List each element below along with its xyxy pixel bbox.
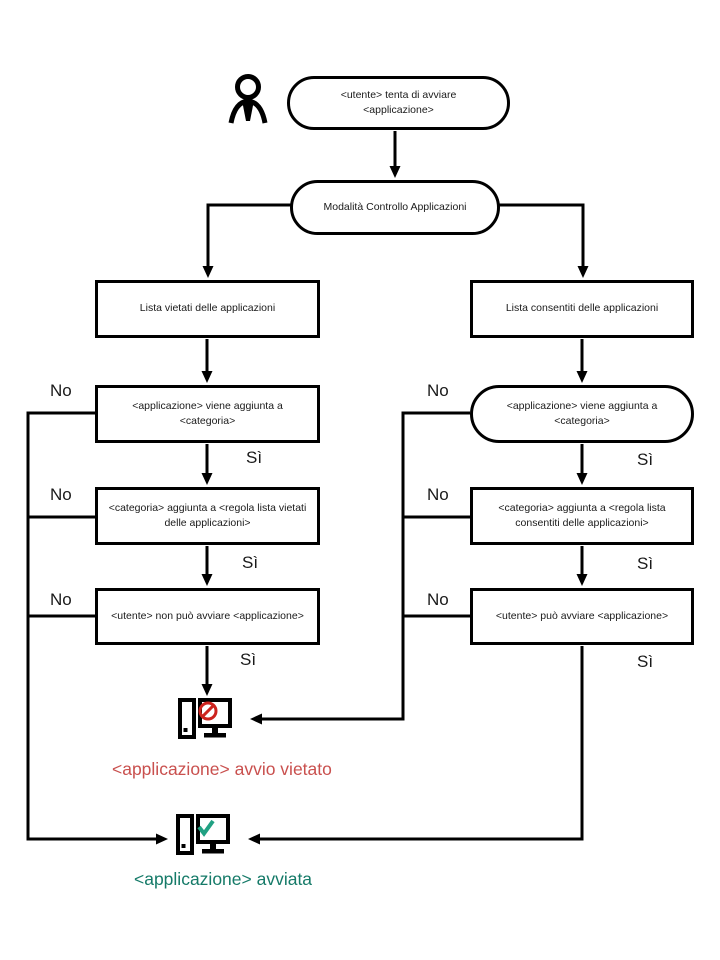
- node-text-line: Modalità Controllo Applicazioni: [323, 200, 467, 213]
- node-mode: Modalità Controllo Applicazioni: [290, 180, 500, 235]
- arrow-denyuser-to-blocked: [201, 646, 213, 696]
- node-deny-user: <utente> non può avviare <applicazione>: [95, 588, 320, 645]
- edge-label-yes-right-2: Sì: [637, 554, 654, 573]
- prohibition-sign: [198, 701, 218, 721]
- node-allow-app-category: <applicazione> viene aggiunta a <categor…: [470, 385, 694, 443]
- edge-label-no-right-3: No: [427, 590, 449, 609]
- arrow-denyrule-to-denyuser: [201, 546, 213, 586]
- arrow-denyapp-to-denyrule: [201, 444, 213, 485]
- started-result-text: <applicazione> avviata: [134, 869, 313, 889]
- arrow-allowapp-to-allowrule: [576, 444, 588, 485]
- edge-label-no-right-1: No: [427, 381, 449, 400]
- blocked-result-text: <applicazione> avvio vietato: [112, 759, 332, 779]
- node-deny-app-category: <applicazione> viene aggiunta a <categor…: [95, 385, 320, 443]
- edge-label-no-left-3: No: [50, 590, 72, 609]
- node-text-line: <utente> tenta di avviare: [340, 88, 457, 101]
- node-start: <utente> tenta di avviare <applicazione>: [287, 76, 510, 130]
- node-text-line: <applicazione> viene aggiunta a: [506, 399, 658, 412]
- arrow-allowrule-to-allowuser: [576, 546, 588, 586]
- node-text-line: delle applicazioni>: [164, 517, 251, 529]
- node-deny-category-rule: <categoria> aggiunta a <regola lista vie…: [95, 487, 320, 545]
- check-mark: [197, 819, 215, 837]
- computer-blocked-icon: [177, 697, 233, 743]
- arrow-mode-to-allowlist: [499, 203, 589, 278]
- user-icon: [226, 73, 270, 131]
- edge-label-yes-right-3: Sì: [637, 652, 654, 671]
- node-text-line: <utente> non può avviare <applicazione>: [111, 609, 304, 622]
- node-text-line: Lista consentiti delle applicazioni: [505, 302, 659, 315]
- arrow-denylist-to-denyapp: [201, 339, 213, 383]
- node-text-line: <applicazione>: [363, 104, 434, 116]
- computer-check-icon: [175, 813, 231, 859]
- arrow-mode-to-denylist: [202, 203, 291, 278]
- yes-allowuser-to-started: [248, 646, 584, 845]
- node-allow-list: Lista consentiti delle applicazioni: [470, 280, 694, 338]
- node-text-line: <categoria> aggiunta a <regola lista: [498, 501, 666, 514]
- node-text-line: Lista vietati delle applicazioni: [139, 302, 276, 315]
- node-text-line: <categoria> aggiunta a <regola lista vie…: [108, 501, 307, 514]
- no-trunk-right-to-blocked: [250, 411, 470, 725]
- node-text-line: consentiti delle applicazioni>: [515, 517, 649, 529]
- edge-label-yes-left-3: Sì: [240, 650, 257, 669]
- edge-label-yes-left-2: Sì: [242, 553, 259, 572]
- arrow-allowlist-to-allowapp: [576, 339, 588, 383]
- node-text-line: <utente> può avviare <applicazione>: [495, 609, 669, 622]
- edge-label-yes-left-1: Sì: [246, 448, 263, 467]
- edge-label-no-left-1: No: [50, 381, 72, 400]
- edge-label-no-left-2: No: [50, 485, 72, 504]
- node-allow-category-rule: <categoria> aggiunta a <regola lista con…: [470, 487, 694, 545]
- node-text-line: <applicazione> viene aggiunta a: [132, 399, 283, 412]
- node-allow-user: <utente> può avviare <applicazione>: [470, 588, 694, 645]
- node-text-line: <categoria>: [554, 415, 610, 427]
- arrow-start-to-mode: [389, 131, 401, 178]
- edge-label-no-right-2: No: [427, 485, 449, 504]
- edge-label-yes-right-1: Sì: [637, 450, 654, 469]
- node-deny-list: Lista vietati delle applicazioni: [95, 280, 320, 338]
- node-text-line: <categoria>: [179, 415, 236, 427]
